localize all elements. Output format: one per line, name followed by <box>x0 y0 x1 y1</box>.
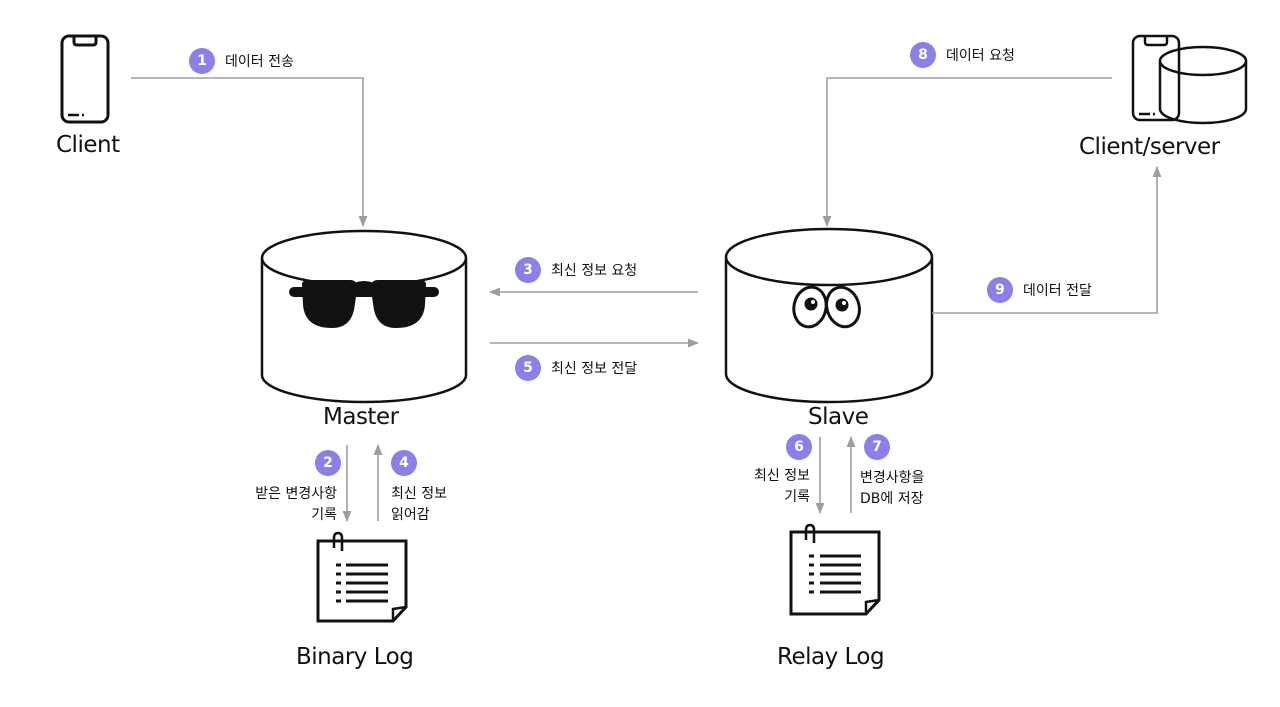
connector-step-1 <box>131 77 368 228</box>
client-phone-icon <box>60 34 110 124</box>
step-4-badge: 4 <box>391 450 417 476</box>
binary-log-document-icon <box>316 531 408 623</box>
connector-step-8 <box>822 77 1112 228</box>
client-server-label: Client/server <box>1079 134 1220 160</box>
eyes-icon <box>792 285 861 329</box>
step-label-line: 받은 변경사항 <box>255 486 337 502</box>
step-badge: 9 <box>987 277 1013 303</box>
step-6-badge: 6 <box>786 434 812 460</box>
step-2-badge: 2 <box>315 450 341 476</box>
connector-step-9 <box>932 165 1162 314</box>
master-label: Master <box>323 404 399 430</box>
client-server-icon <box>1131 34 1248 125</box>
step-3: 3 최신 정보 요청 <box>515 257 637 283</box>
step-label-line: 변경사항을 <box>860 470 925 486</box>
step-label: 최신 정보 요청 <box>551 263 638 279</box>
step-label-line: 최신 정보 <box>754 468 810 484</box>
step-label-line: 기록 <box>784 489 810 505</box>
step-label: 데이터 요청 <box>946 48 1015 64</box>
step-badge: 3 <box>515 257 541 283</box>
step-label: 최신 정보 전달 <box>551 361 638 377</box>
step-7-label: 변경사항을 DB에 저장 <box>860 468 924 510</box>
step-7-badge: 7 <box>864 434 890 460</box>
step-label-line: 읽어감 <box>391 507 430 523</box>
slave-database-icon <box>724 227 934 404</box>
step-label-line: 기록 <box>311 507 337 523</box>
relay-log-label: Relay Log <box>777 644 885 670</box>
relay-log-document-icon <box>789 523 881 616</box>
step-5: 5 최신 정보 전달 <box>515 355 637 381</box>
master-database-icon <box>260 229 468 404</box>
step-label: 데이터 전송 <box>225 54 294 70</box>
slave-label: Slave <box>808 404 869 430</box>
step-badge: 1 <box>189 48 215 74</box>
step-label: 데이터 전달 <box>1023 283 1092 299</box>
step-8: 8 데이터 요청 <box>910 42 1015 68</box>
step-6-label: 최신 정보 기록 <box>754 466 810 508</box>
step-badge: 8 <box>910 42 936 68</box>
binary-log-label: Binary Log <box>296 644 414 670</box>
step-badge: 5 <box>515 355 541 381</box>
step-2-label: 받은 변경사항 기록 <box>255 484 337 526</box>
step-label-line: 최신 정보 <box>391 486 447 502</box>
step-label-line: DB에 저장 <box>860 491 924 507</box>
client-label: Client <box>56 132 120 158</box>
sunglasses-icon <box>289 280 439 328</box>
step-9: 9 데이터 전달 <box>987 277 1092 303</box>
step-4-label: 최신 정보 읽어감 <box>391 484 447 526</box>
step-1: 1 데이터 전송 <box>189 48 294 74</box>
